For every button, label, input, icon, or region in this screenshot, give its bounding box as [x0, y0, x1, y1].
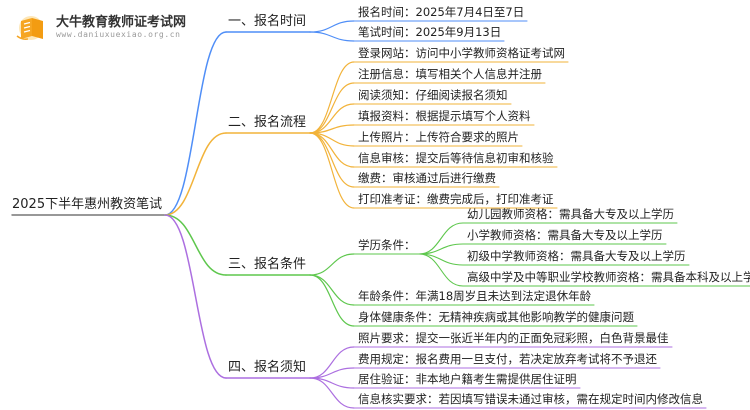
education-item: 幼儿园教师资格：需具备大专及以上学历 — [467, 207, 674, 221]
branch-time: 一、报名时间 — [228, 14, 307, 29]
notes-item: 信息核实要求：若因填写错误未通过审核，需在规定时间内修改信息 — [358, 392, 703, 406]
root-to-branch-link — [164, 132, 227, 216]
brand-url: www.daniuxuexiao.org.cn — [56, 30, 181, 39]
root-to-branch-link — [164, 31, 227, 216]
process-item: 信息审核：提交后等待信息初审和核验 — [358, 151, 554, 165]
conditions-item: 年龄条件：年满18周岁且未达到法定退休年龄 — [358, 289, 592, 303]
conditions-item: 身体健康条件：无精神疾病或其他影响教学的健康问题 — [358, 310, 634, 324]
education-link — [418, 253, 464, 287]
education-item: 小学教师资格：需具备大专及以上学历 — [467, 228, 663, 242]
branch-to-leaf-link — [309, 377, 355, 409]
brand-title: 大牛教育教师证考试网 — [56, 15, 187, 30]
notes-item: 费用规定：报名费用一旦支付，若决定放弃考试将不予退还 — [358, 352, 657, 366]
root-to-branch-link — [164, 214, 227, 379]
education-link — [418, 222, 464, 255]
branch-to-leaf-link — [309, 61, 355, 134]
process-item: 缴费：审核通过后进行缴费 — [358, 171, 496, 185]
branch-to-leaf-link — [309, 132, 355, 168]
notes-item: 照片要求：提交一张近半年内的正面免冠彩照，白色背景最佳 — [358, 331, 669, 345]
branch-to-leaf-link — [309, 132, 355, 209]
process-item: 填报资料：根据提示填写个人资料 — [358, 109, 531, 123]
book-logo-icon — [16, 16, 43, 40]
branch-notes: 四、报名须知 — [228, 360, 307, 375]
notes-item: 居住验证：非本地户籍考生需提供居住证明 — [358, 372, 577, 386]
branch-to-leaf-link — [309, 20, 355, 33]
process-item: 上传照片：上传符合要求的照片 — [358, 130, 519, 144]
branch-to-leaf-link — [309, 31, 355, 42]
process-item: 打印准考证：缴费完成后，打印准考证 — [358, 192, 554, 206]
branch-conditions: 三、报名条件 — [228, 257, 307, 272]
education-item: 高级中学及中等职业学校教师资格：需具备本科及以上学历 — [467, 270, 750, 284]
process-item: 登录网站：访问中小学教师资格证考试网 — [358, 46, 565, 60]
process-item: 阅读须知：仔细阅读报名须知 — [358, 88, 508, 102]
root-to-branch-link — [164, 214, 227, 276]
branch-process: 二、报名流程 — [228, 115, 307, 130]
education-item: 初级中学教师资格：需具备大专及以上学历 — [467, 249, 686, 263]
time-item: 笔试时间：2025年9月13日 — [358, 25, 502, 39]
time-item: 报名时间：2025年7月4日至7日 — [358, 5, 525, 19]
branch-to-leaf-link — [309, 274, 355, 327]
conditions-item: 学历条件： — [358, 238, 416, 252]
branch-to-leaf-link — [309, 253, 355, 276]
mindmap-root: 2025下半年惠州教资笔试 — [12, 197, 163, 212]
process-item: 注册信息：填写相关个人信息并注册 — [358, 67, 542, 81]
branch-to-leaf-link — [309, 132, 355, 188]
